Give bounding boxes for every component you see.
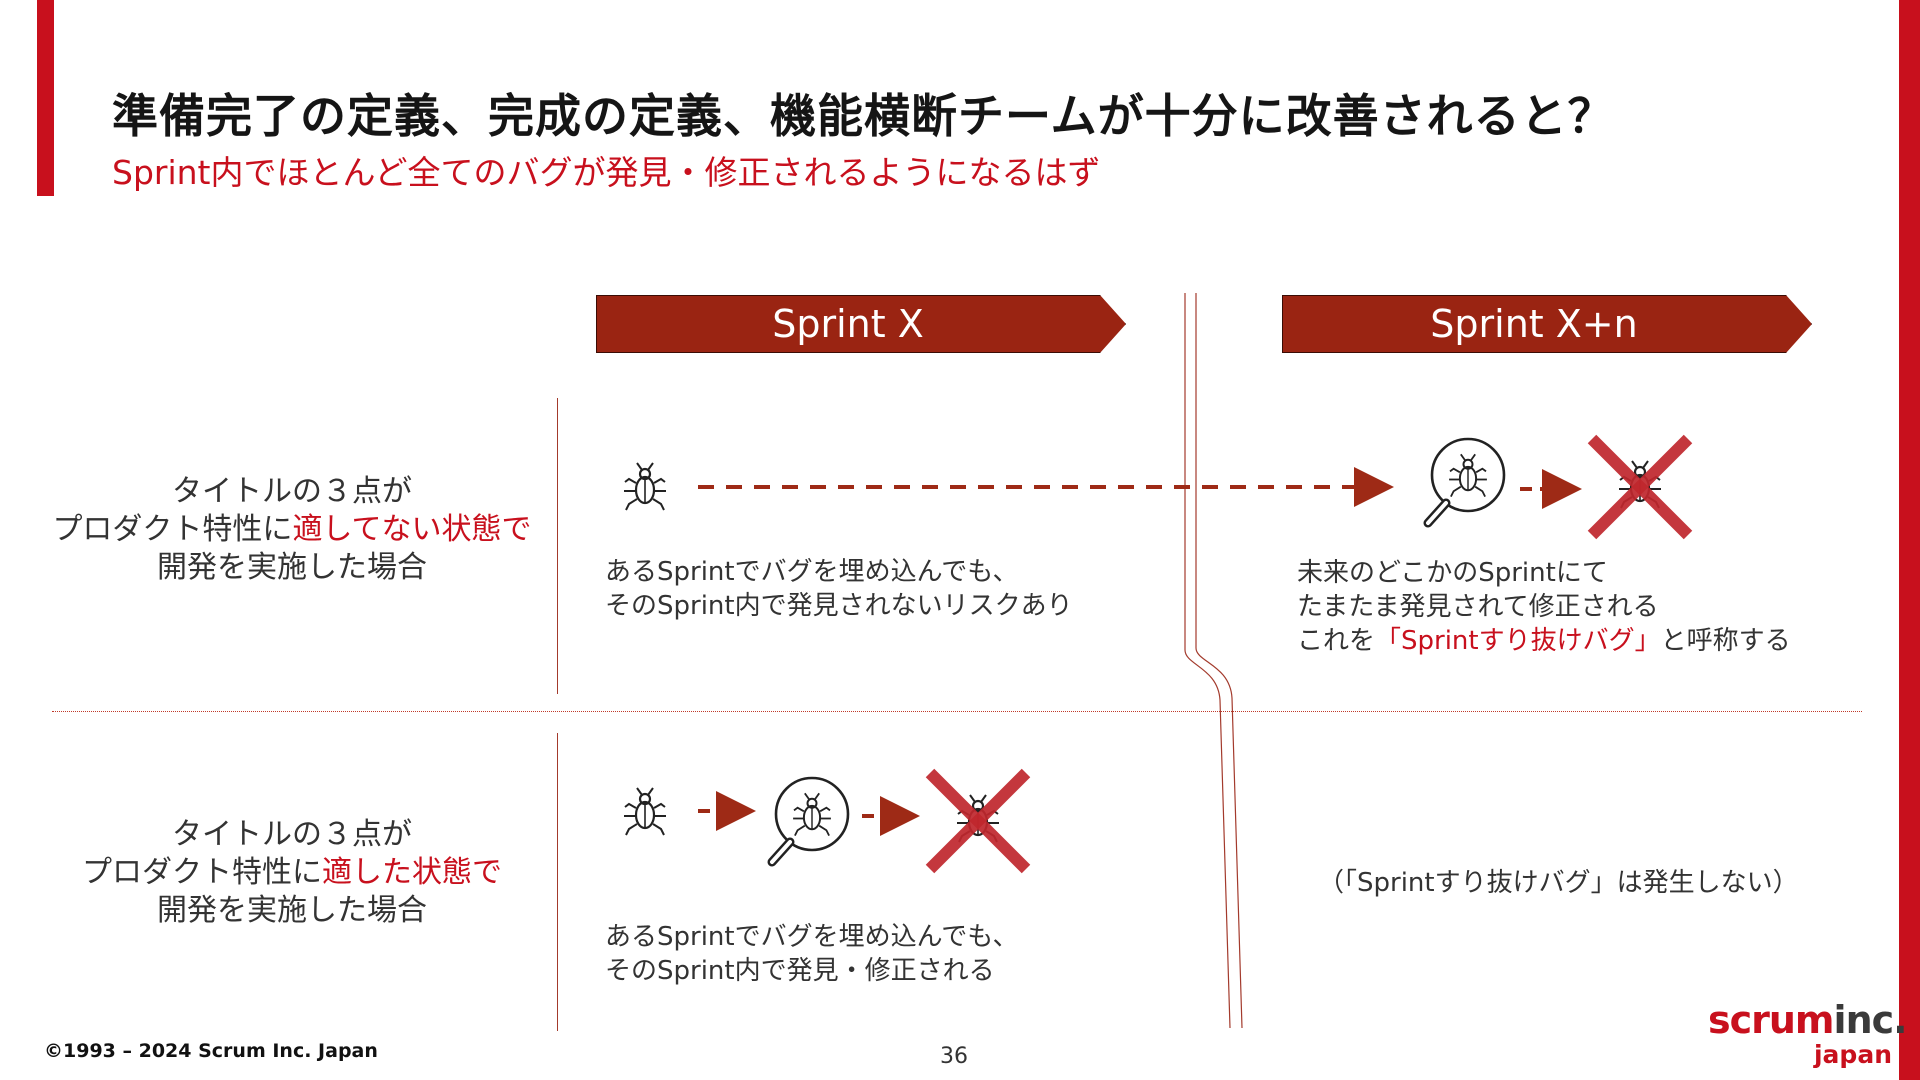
row2-label-highlight: 適した状態で xyxy=(322,855,502,890)
sprint-leak-bug-term: 「Sprintすり抜けバグ」 xyxy=(1375,626,1661,656)
row2-separator xyxy=(557,733,558,1031)
row-divider xyxy=(52,711,1862,712)
sprint-boundary-line-b xyxy=(1195,293,1243,1029)
row1-label-line3: 開発を実施した場合 xyxy=(157,550,427,585)
bug-icon-row2 xyxy=(622,786,668,837)
sprint-x-banner: Sprint X xyxy=(596,295,1126,353)
copyright: ©1993 – 2024 Scrum Inc. Japan xyxy=(44,1040,378,1062)
scrum-inc-japan-logo: scruminc. japan xyxy=(1708,998,1908,1069)
row1-label-highlight: 適してない状態で xyxy=(292,512,532,547)
row2-sprint-x-desc: あるSprintでバグを埋め込んでも、 そのSprint内で発見・修正される xyxy=(605,922,1019,986)
row1-sprint-xn-desc: 未来のどこかのSprintにて たまたま発見されて修正される これを「Sprin… xyxy=(1297,558,1791,656)
row2-label-line3: 開発を実施した場合 xyxy=(157,893,427,928)
sprint-xn-label: Sprint X+n xyxy=(1430,302,1638,346)
row2-label-line1: タイトルの３点が xyxy=(172,817,412,852)
cross-out-icon xyxy=(1592,439,1688,535)
row2-sprint-xn-note: （「Sprintすり抜けバグ」は発生しない） xyxy=(1318,868,1799,898)
row2-label-line2: プロダクト特性に適した状態で xyxy=(82,855,502,890)
row1-label-line1: タイトルの３点が xyxy=(172,474,412,509)
row1-sprint-x-desc: あるSprintでバグを埋め込んでも、 そのSprint内で発見されないリスクあ… xyxy=(605,557,1073,621)
sprint-boundary-line-a xyxy=(1184,293,1231,1029)
slide-subtitle: Sprint内でほとんど全てのバグが発見・修正されるようになるはず xyxy=(112,153,1101,192)
sprint-x-label: Sprint X xyxy=(772,302,924,346)
sprint-xn-banner: Sprint X+n xyxy=(1282,295,1812,353)
row1-label: タイトルの３点が プロダクト特性に適してない状態で 開発を実施した場合 xyxy=(12,473,572,587)
row1-label-line2: プロダクト特性に適してない状態で xyxy=(52,512,532,547)
bug-icon xyxy=(622,461,668,512)
row2-label: タイトルの３点が プロダクト特性に適した状態で 開発を実施した場合 xyxy=(12,816,572,930)
magnifier-bug-icon xyxy=(1428,439,1504,523)
magnifier-bug-icon-row2 xyxy=(772,778,848,862)
slide-title: 準備完了の定義、完成の定義、機能横断チームが十分に改善されると？ xyxy=(112,89,1615,143)
cross-out-icon-row2 xyxy=(930,773,1026,869)
right-accent-bar xyxy=(1899,0,1920,1080)
left-accent-bar xyxy=(37,0,54,196)
page-number: 36 xyxy=(940,1044,968,1069)
row1-separator xyxy=(557,398,558,694)
